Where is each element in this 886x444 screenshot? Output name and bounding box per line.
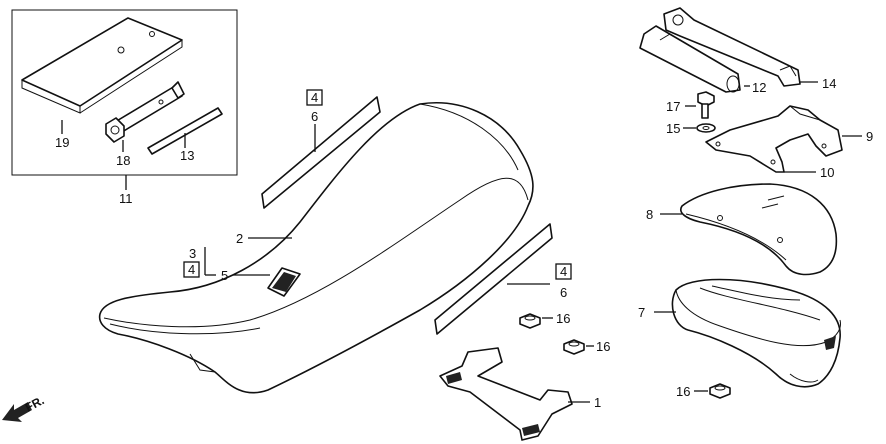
mount-bracket-group: 17 15 9 10: [666, 91, 873, 180]
callout-16-c: 16: [676, 384, 690, 399]
callout-6-upper: 6: [311, 109, 318, 124]
callout-19: 19: [55, 135, 69, 150]
seat-bracket: [439, 347, 573, 441]
callout-4-lower: 4: [560, 264, 567, 279]
callout-16-b: 16: [596, 339, 610, 354]
washer-15: [696, 123, 716, 133]
socket-wrench: [114, 85, 183, 133]
callout-4-left: 4: [188, 262, 195, 277]
decal-strip-lower: [434, 223, 553, 335]
callout-16-a: 16: [556, 311, 570, 326]
seat-base-plate: [680, 183, 838, 276]
tool-rod: [147, 107, 223, 155]
callout-5: 5: [221, 268, 228, 283]
wrench-group: 14 12: [639, 7, 836, 95]
pin-spanner: [663, 7, 801, 87]
callout-9: 9: [866, 129, 873, 144]
tool-kit-group: 19 18 13 11: [11, 9, 238, 206]
callout-8: 8: [646, 207, 653, 222]
callout-6-lower: 6: [560, 285, 567, 300]
seat-plate-group: 8: [646, 183, 838, 276]
ref-box-4-left: [183, 261, 200, 278]
seat-cushion-pad: [671, 278, 841, 388]
bolt-17: [697, 91, 715, 107]
tube-wrench: [639, 25, 741, 93]
seat-bracket-group: 16 16 1: [439, 311, 610, 441]
ref-box-4-lower: [555, 263, 572, 280]
front-arrow-icon: [2, 402, 32, 422]
callout-18: 18: [116, 153, 130, 168]
front-direction-marker: FR.: [2, 393, 46, 422]
tool-kit-frame: [11, 9, 238, 176]
seat-mount-bracket: [705, 105, 843, 173]
seat-pad-group: 7: [638, 278, 841, 388]
callout-10: 10: [820, 165, 834, 180]
callout-1: 1: [594, 395, 601, 410]
callout-4-upper: 4: [311, 90, 318, 105]
callout-3: 3: [189, 246, 196, 261]
callout-17: 17: [666, 99, 680, 114]
callout-14: 14: [822, 76, 836, 91]
callout-11: 11: [119, 191, 133, 206]
callout-7: 7: [638, 305, 645, 320]
nut-16-c-group: 16: [676, 383, 731, 399]
ref-box-4-upper: [306, 89, 323, 106]
decal-strip-upper: [261, 96, 381, 209]
callout-13: 13: [180, 148, 194, 163]
callout-15: 15: [666, 121, 680, 136]
callout-2: 2: [236, 231, 243, 246]
callout-12: 12: [752, 80, 766, 95]
seat-group: 4 6 2 3 4 5 4 6: [98, 89, 572, 394]
